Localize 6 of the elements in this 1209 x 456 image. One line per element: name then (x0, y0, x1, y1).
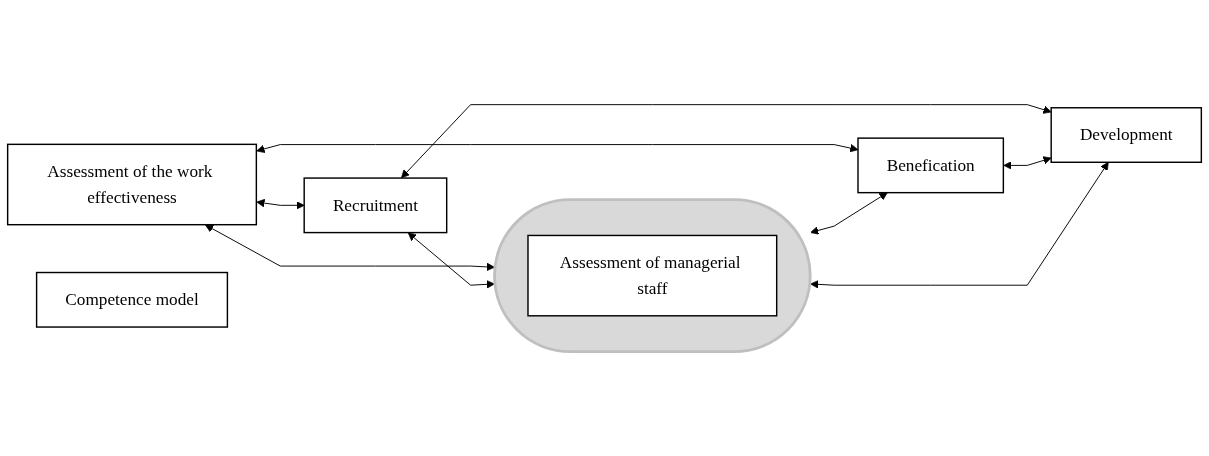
node-box: Benefication (857, 137, 1005, 194)
node-box: Assessment of the work effectiveness (6, 143, 258, 226)
node-box: Assessment of managerial staff (527, 234, 778, 317)
node-box: Recruitment (303, 177, 448, 234)
node-box: Development (1050, 106, 1203, 163)
node-box: Competence model (35, 271, 229, 328)
